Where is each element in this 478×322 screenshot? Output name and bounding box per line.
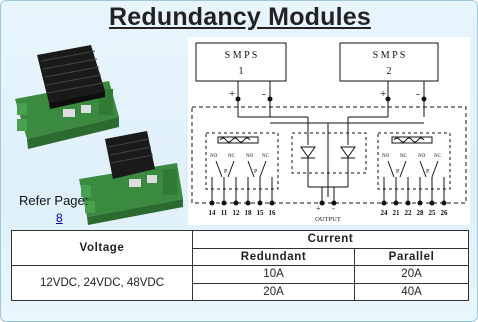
pin-label: 26	[441, 209, 449, 217]
left-terminals	[209, 177, 275, 206]
relay-p-label: P	[396, 169, 400, 175]
pin-label: 21	[393, 209, 401, 217]
relay-label: NC	[434, 154, 442, 159]
large-module-image	[15, 45, 119, 149]
smps2-minus: -	[416, 88, 420, 100]
pin-label: 16	[269, 209, 277, 217]
output-label: OUTPUT	[315, 216, 341, 223]
pin-label: 25	[429, 209, 437, 217]
relay-p-label: P	[426, 169, 430, 175]
smps1-minus: -	[262, 88, 266, 100]
smps2-box	[339, 42, 439, 82]
smps1-number: 1	[239, 66, 244, 77]
smps2-label: S M P S	[373, 50, 406, 61]
page-title: Redundancy Modules	[109, 3, 371, 31]
pin-label: 28	[417, 209, 425, 217]
relay-label: NC	[262, 154, 270, 159]
redundant-value: 20A	[191, 282, 356, 301]
voltage-header: Voltage	[11, 230, 193, 266]
pin-label: 15	[257, 209, 265, 217]
refer-page-link[interactable]: 8	[56, 211, 63, 225]
smps1-label: S M P S	[225, 50, 258, 61]
table-row: 12VDC, 24VDC, 48VDC 10A 20A	[11, 265, 469, 301]
parallel-value: 20A	[354, 265, 469, 284]
relay-p-label: P	[224, 169, 228, 175]
relay-label: NO	[246, 154, 254, 159]
pin-label: 14	[209, 209, 217, 217]
smps2-plus: +	[380, 88, 386, 100]
relay-label: NO	[382, 154, 390, 159]
refer-page-label: Refer Page:	[19, 193, 89, 208]
parallel-header: Parallel	[354, 247, 469, 266]
relay-label: NC	[400, 154, 408, 159]
product-images	[15, 45, 183, 225]
pin-label: 22	[405, 209, 413, 217]
wiring-diagram: S M P S 1 S M P S 2 + - + -	[188, 37, 470, 225]
smps1-box	[195, 42, 287, 82]
relay-label: NO	[210, 154, 218, 159]
table-row: 20A 40A	[12, 282, 469, 301]
pin-label: 24	[381, 209, 389, 217]
pin-label: 11	[221, 209, 228, 217]
relay-p-label: P	[254, 169, 258, 175]
right-terminals	[381, 177, 447, 206]
pin-label: 18	[245, 209, 253, 217]
smps1-plus: +	[229, 88, 235, 100]
spec-table: Voltage Current Redundant Parallel 12VDC…	[11, 230, 469, 301]
current-header: Current	[192, 230, 469, 249]
small-module-image	[79, 131, 183, 225]
redundant-value: 10A	[191, 265, 356, 284]
redundant-header: Redundant	[191, 247, 356, 266]
parallel-value: 40A	[354, 282, 469, 301]
relay-label: NO	[418, 154, 426, 159]
output-plus: +	[316, 204, 321, 213]
smps2-number: 2	[387, 66, 392, 77]
voltage-value: 12VDC, 24VDC, 48VDC	[11, 265, 193, 301]
output-minus: -	[332, 204, 335, 213]
relay-label: NC	[228, 154, 236, 159]
pin-label: 12	[233, 209, 241, 217]
